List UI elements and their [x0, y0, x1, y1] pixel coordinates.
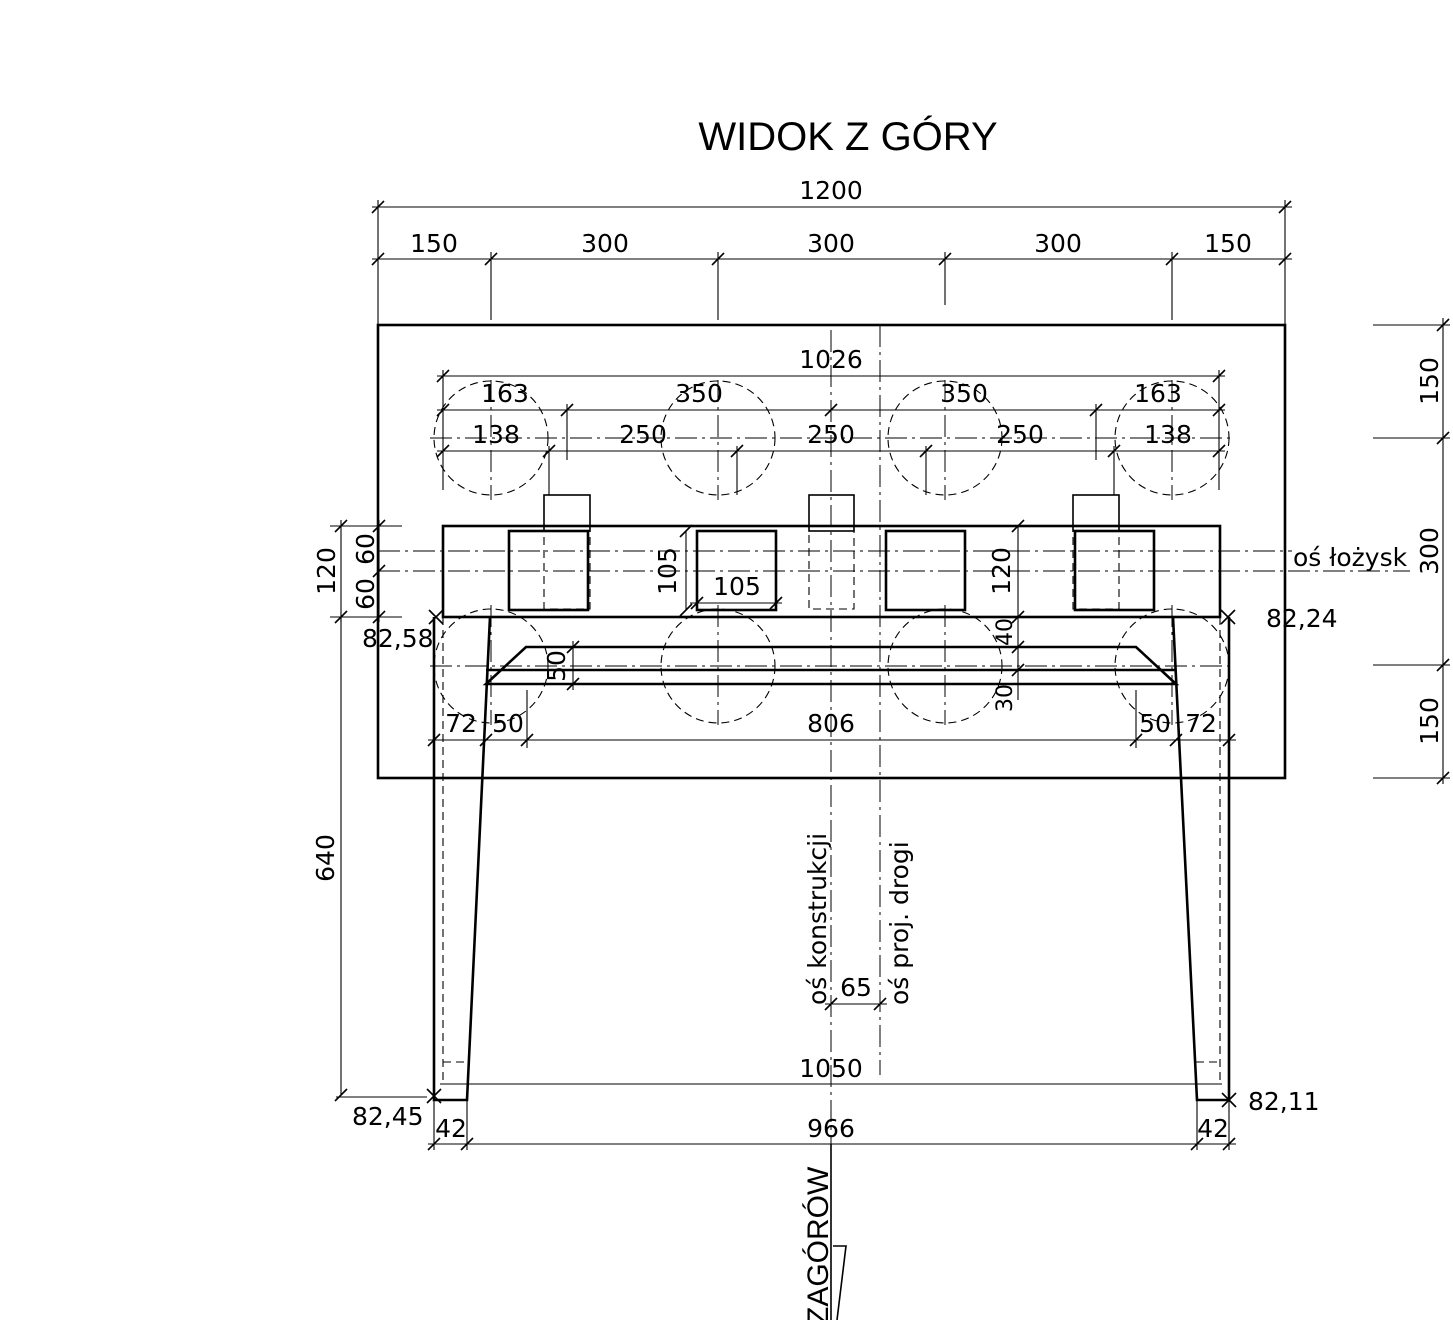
dim-left-60-lower: 60	[351, 578, 380, 610]
dim-pile-350-left: 350	[675, 379, 723, 408]
dim-segment-4: 300	[1034, 229, 1082, 258]
dim-right-150-top: 150	[1415, 357, 1444, 405]
dim-bearing-height: 105	[653, 547, 682, 595]
dim-overall-width: 1200	[799, 176, 863, 205]
dim-pile-250-1: 250	[619, 420, 667, 449]
abutment-beam	[441, 524, 1222, 619]
dim-966: 966	[807, 1114, 855, 1143]
dim-right-50: 50	[1139, 709, 1171, 738]
elevation-left-bottom: 82,45	[352, 1102, 424, 1131]
dim-bearing-width: 105	[713, 572, 761, 601]
dim-1050: 1050	[799, 1054, 863, 1083]
right-dimension-lines	[1373, 318, 1450, 785]
dim-pile-250-3: 250	[996, 420, 1044, 449]
direction-label-zagorow: ZAGÓRÓW	[802, 1166, 835, 1320]
elevation-right-top: 82,24	[1266, 604, 1338, 633]
left-dimension-lines	[330, 519, 402, 1102]
mid-dimension-lines	[427, 690, 1236, 748]
piles-top-row	[433, 380, 1230, 496]
dim-right-300: 300	[1415, 527, 1444, 575]
dim-left-50: 50	[492, 709, 524, 738]
dim-segment-2: 300	[581, 229, 629, 258]
dim-left-42: 42	[435, 1114, 467, 1143]
dim-segment-1: 150	[410, 229, 458, 258]
dim-left-72: 72	[445, 709, 477, 738]
dim-pile-350-right: 350	[940, 379, 988, 408]
dim-pile-138-right: 138	[1144, 420, 1192, 449]
elevation-right-bottom: 82,11	[1248, 1087, 1320, 1116]
road-axis-label: oś proj. drogi	[885, 841, 914, 1005]
bearings	[507, 529, 1156, 612]
dim-right-42: 42	[1197, 1114, 1229, 1143]
pile-dimension-lines	[436, 369, 1226, 495]
dim-step-30: 30	[993, 684, 1018, 712]
dim-pile-250-2: 250	[807, 420, 855, 449]
dim-right-150-bottom: 150	[1415, 697, 1444, 745]
dim-left-60-upper: 60	[351, 533, 380, 565]
dim-step-40: 40	[993, 618, 1018, 646]
dim-pile-163-left: 163	[481, 379, 529, 408]
top-dimension-lines	[371, 200, 1292, 326]
bottom-dimension-lines	[427, 1100, 1236, 1151]
structure-axis-label: oś konstrukcji	[803, 833, 832, 1005]
dim-wing-50-vertical: 50	[542, 650, 571, 682]
direction-arrow	[830, 1144, 847, 1320]
dim-right-72: 72	[1185, 709, 1217, 738]
wing-walls	[432, 616, 1231, 1102]
drawing-title: WIDOK Z GÓRY	[698, 114, 997, 159]
dim-806: 806	[807, 709, 855, 738]
dim-pile-163-right: 163	[1134, 379, 1182, 408]
dim-left-120: 120	[312, 547, 341, 595]
dim-pile-138-left: 138	[472, 420, 520, 449]
back-plate	[482, 645, 1180, 686]
dim-wall-640: 640	[311, 834, 340, 882]
dim-65: 65	[840, 973, 872, 1002]
dim-piles-overall: 1026	[799, 345, 863, 374]
bearing-axis-label: oś łożysk	[1293, 543, 1408, 572]
dim-segment-3: 300	[807, 229, 855, 258]
dim-block-height: 120	[987, 547, 1016, 595]
elevation-left-top: 82,58	[362, 624, 434, 653]
dim-segment-5: 150	[1204, 229, 1252, 258]
